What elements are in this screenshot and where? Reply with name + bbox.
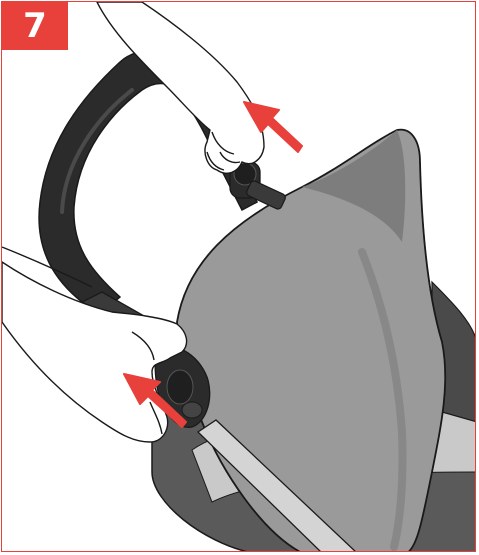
- step-number-badge: 7: [2, 2, 68, 50]
